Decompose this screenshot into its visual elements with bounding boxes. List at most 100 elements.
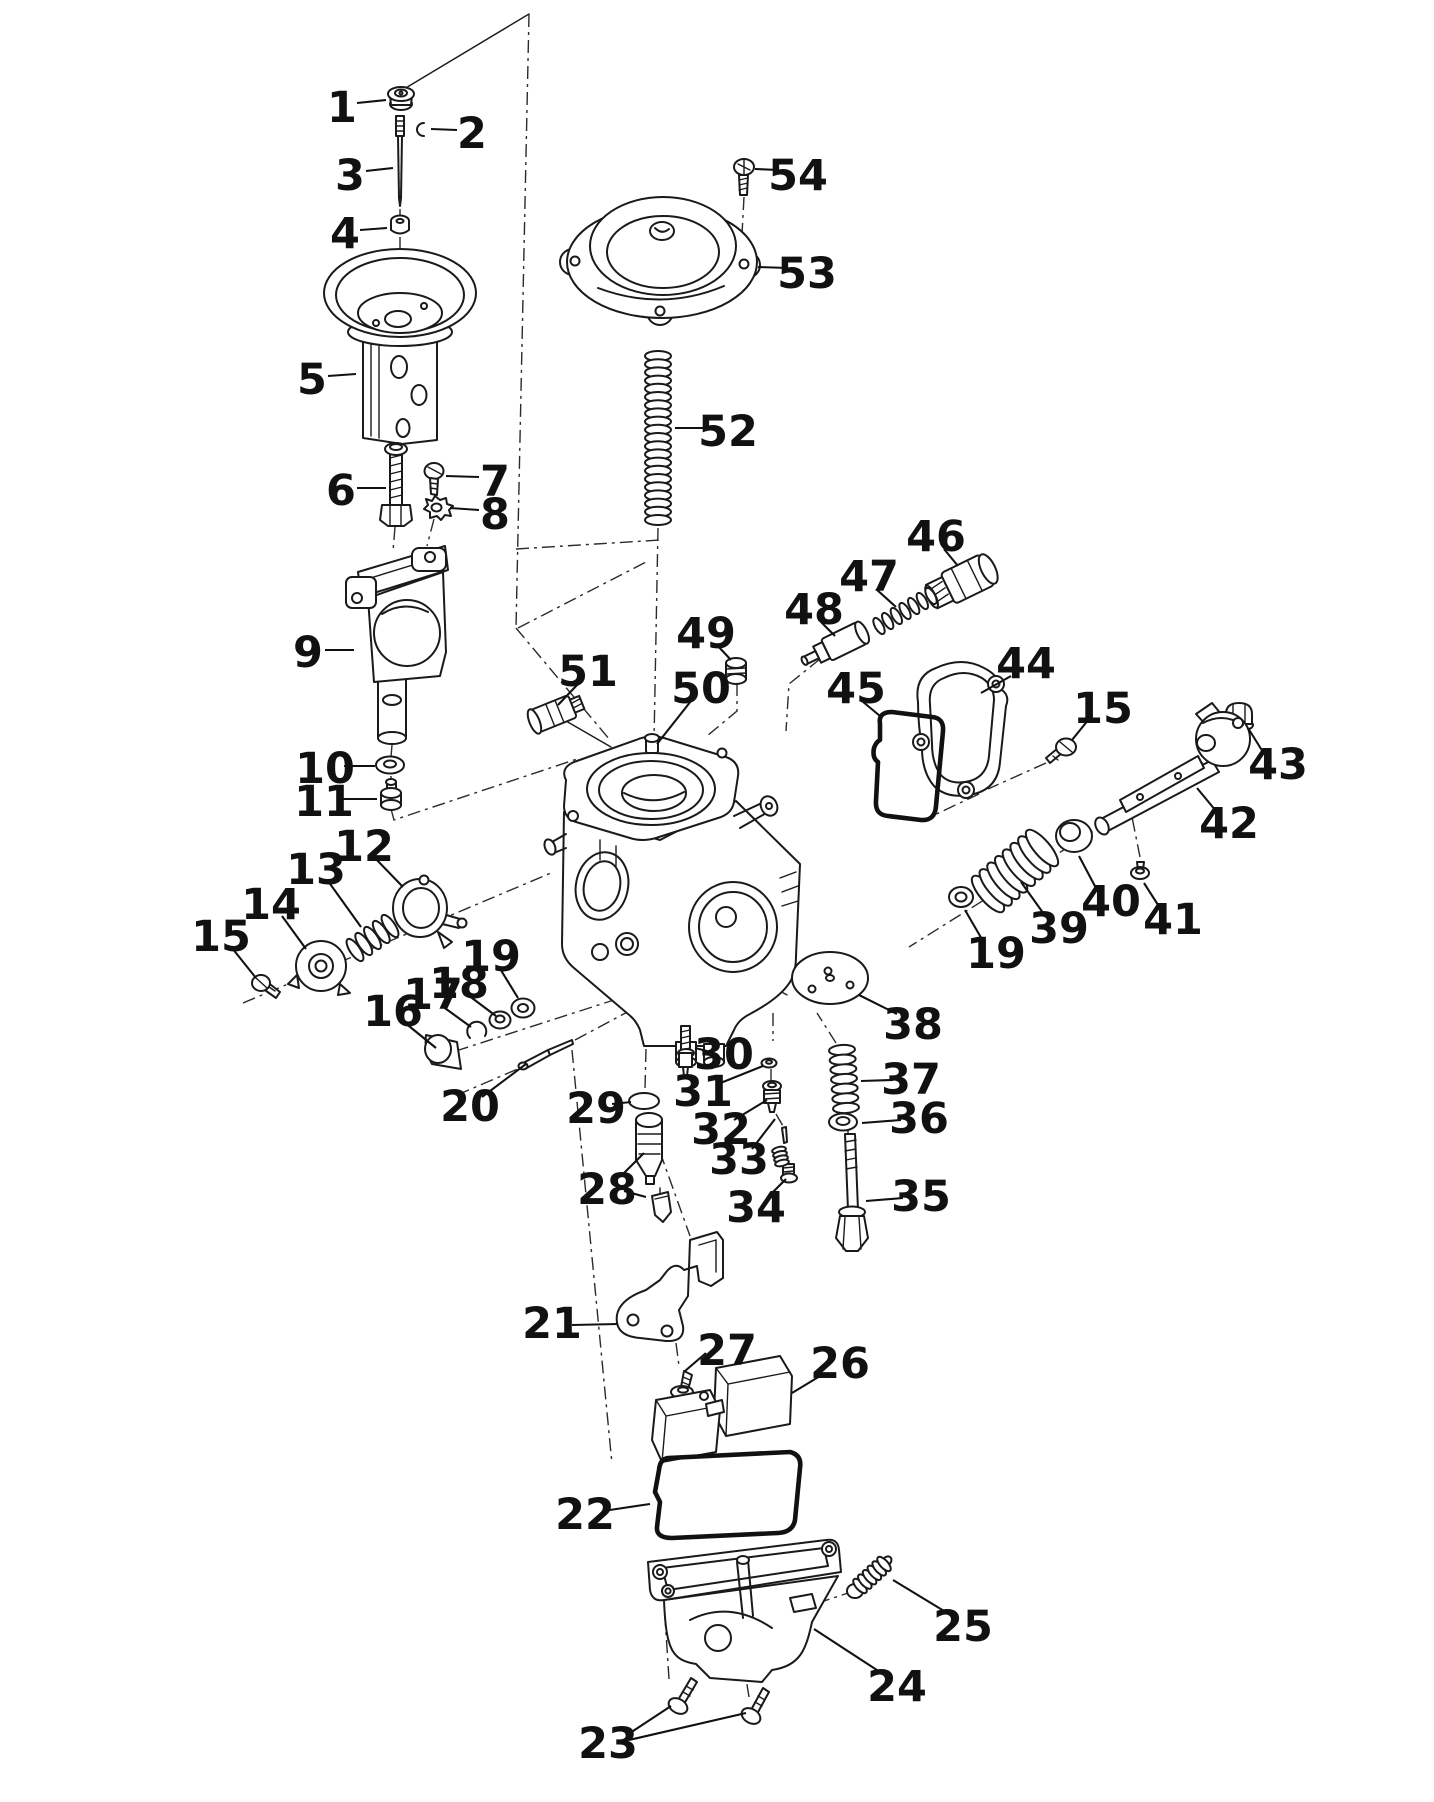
callout-17: 17 [403, 970, 463, 1020]
part-19-seal-right [948, 886, 974, 908]
callout-54: 54 [768, 151, 828, 201]
part-22-bowl-gasket [652, 1449, 803, 1541]
part-23-bowl-screw-b [740, 1687, 770, 1725]
part-21-bracket [615, 1231, 724, 1343]
leader-line-15 [231, 947, 257, 979]
callout-15-dup: 15 [1073, 684, 1133, 734]
callout-49: 49 [676, 609, 736, 659]
leader-line-45 [861, 700, 881, 717]
callout-41: 41 [1143, 895, 1203, 945]
leader-line-43 [1247, 727, 1264, 753]
leader-line-50 [656, 700, 692, 745]
callout-4: 4 [330, 209, 360, 259]
leader-line-3 [365, 166, 394, 173]
part-51-fitting [526, 694, 586, 735]
leader-line-7 [445, 474, 480, 479]
callout-47: 47 [839, 552, 899, 602]
spring-coil [832, 1101, 860, 1115]
callout-27: 27 [697, 1326, 757, 1376]
callout-18: 18 [429, 959, 489, 1009]
callout-2: 2 [457, 109, 487, 159]
leader-line-20 [481, 1063, 527, 1098]
leader-line-19 [498, 966, 519, 999]
part-53-chamber-cover [559, 196, 761, 326]
spring-coil [906, 596, 921, 616]
spring-coil [915, 591, 930, 611]
part-54-cover-screw [733, 158, 755, 196]
callout-28: 28 [577, 1165, 637, 1215]
leader-line-41 [1143, 882, 1161, 909]
callout-14: 14 [241, 880, 301, 930]
part-14-cover-plate [287, 940, 351, 996]
part-24-float-bowl [647, 1538, 842, 1683]
callout-9: 9 [293, 628, 323, 678]
leader-line-16 [403, 1021, 437, 1049]
callout-leader-lines [231, 98, 1264, 1742]
callout-37: 37 [881, 1055, 941, 1105]
leader-line-12 [374, 857, 404, 888]
part-35-bolt [835, 1133, 869, 1252]
part-7-screw [423, 462, 445, 496]
leader-line-36 [861, 1118, 902, 1125]
part-31-washer [760, 1057, 778, 1069]
spring-coil [876, 1555, 892, 1573]
leader-line-30 [694, 1046, 708, 1053]
spring-coil [644, 514, 672, 526]
part-40-bushing [1055, 819, 1093, 853]
leader-line-19 [964, 909, 984, 942]
part-12-diaphragm-cover [392, 874, 468, 949]
part-6-main-jet-bolt [379, 442, 413, 527]
leader-line-35 [865, 1196, 904, 1203]
callout-19-dup: 19 [966, 929, 1026, 979]
leader-line-48 [820, 621, 836, 637]
part-32-seat-stack [762, 1080, 782, 1113]
spring-coil [924, 586, 938, 606]
part-19-seal-left [510, 997, 536, 1019]
part-9-holder-bracket [345, 545, 449, 745]
part-2-needle-clip [416, 122, 425, 137]
callout-3: 3 [335, 151, 365, 201]
callout-51: 51 [558, 647, 618, 697]
part-5-vacuum-slide [323, 248, 477, 445]
callout-7: 7 [480, 457, 510, 507]
part-15-screw-right [1045, 737, 1077, 764]
leader-line-28 [619, 1152, 645, 1178]
spring-coil [1024, 828, 1060, 868]
leader-line-53 [757, 265, 789, 270]
callout-42: 42 [1199, 799, 1259, 849]
callout-20: 20 [440, 1082, 500, 1132]
leader-line-28 [623, 1189, 647, 1199]
part-42-throttle-shaft [1094, 702, 1251, 836]
leader-line-44 [980, 675, 1012, 694]
leader-line-51 [557, 683, 579, 706]
part-38-diaphragm-plate [791, 951, 869, 1005]
leader-line-4 [359, 226, 388, 232]
callout-13: 13 [286, 845, 346, 895]
callout-29: 29 [566, 1084, 626, 1134]
callout-34: 34 [726, 1183, 786, 1233]
callout-6: 6 [326, 466, 356, 516]
callout-8: 8 [480, 490, 510, 540]
leader-line-29 [611, 1100, 632, 1106]
callout-24: 24 [867, 1662, 927, 1712]
spring-coil [880, 611, 895, 631]
leader-line-25 [892, 1579, 950, 1615]
leader-line-34 [767, 1178, 787, 1198]
springs-layer [345, 350, 1060, 1595]
part-23-bowl-screw-a [667, 1677, 698, 1715]
callout-15: 15 [191, 912, 251, 962]
part-15-screw-left [251, 974, 281, 999]
leader-line-26 [791, 1372, 826, 1394]
leader-line-40 [1078, 855, 1098, 891]
part-48-plunger [800, 620, 870, 666]
leader-line-32 [733, 1099, 768, 1121]
callout-52: 52 [698, 407, 758, 457]
parts-layer [251, 86, 1254, 1725]
leader-line-37 [860, 1078, 894, 1083]
callout-36: 36 [889, 1094, 949, 1144]
leader-line-2 [430, 127, 458, 132]
part-11-plug [380, 778, 402, 811]
leader-line-22 [602, 1502, 651, 1513]
